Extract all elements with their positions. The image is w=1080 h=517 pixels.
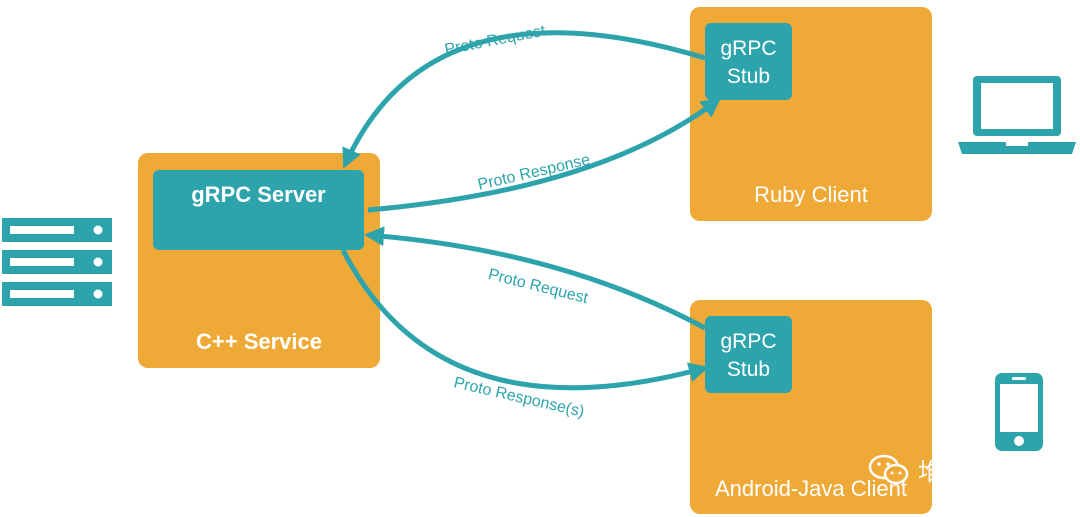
android-stub-line2: Stub <box>726 358 771 381</box>
server-rack-icon <box>2 218 112 306</box>
grpc-server-label: gRPC Server <box>191 182 326 207</box>
grpc-server-box: gRPC Server <box>153 170 364 250</box>
watermark: 堆栈future <box>868 452 1038 487</box>
ruby-stub-line2: Stub <box>726 65 771 88</box>
cpp-service-label: C++ Service <box>196 329 322 354</box>
ruby-request-arrow <box>342 30 706 169</box>
android-stub-line1: gRPC <box>720 330 777 353</box>
laptop-icon <box>958 76 1076 154</box>
ruby-client-label: Ruby Client <box>754 182 868 207</box>
watermark-text: 堆栈future <box>918 458 1039 486</box>
wechat-icon <box>868 454 909 484</box>
android-request-arrow <box>364 226 707 331</box>
ruby-client-box: gRPC Stub Ruby Client <box>690 7 932 221</box>
ruby-stub-line1: gRPC <box>720 37 777 60</box>
ruby-grpc-stub: gRPC Stub <box>705 23 792 100</box>
smartphone-icon <box>995 373 1043 451</box>
android-grpc-stub: gRPC Stub <box>705 316 792 393</box>
cpp-service-box: gRPC Server C++ Service <box>138 153 380 368</box>
ruby-request-label: Proto Request <box>443 22 547 58</box>
android-client-label: Android-Java Client <box>715 476 907 501</box>
ruby-response-arrow <box>367 97 722 213</box>
android-response-arrow <box>340 248 709 391</box>
